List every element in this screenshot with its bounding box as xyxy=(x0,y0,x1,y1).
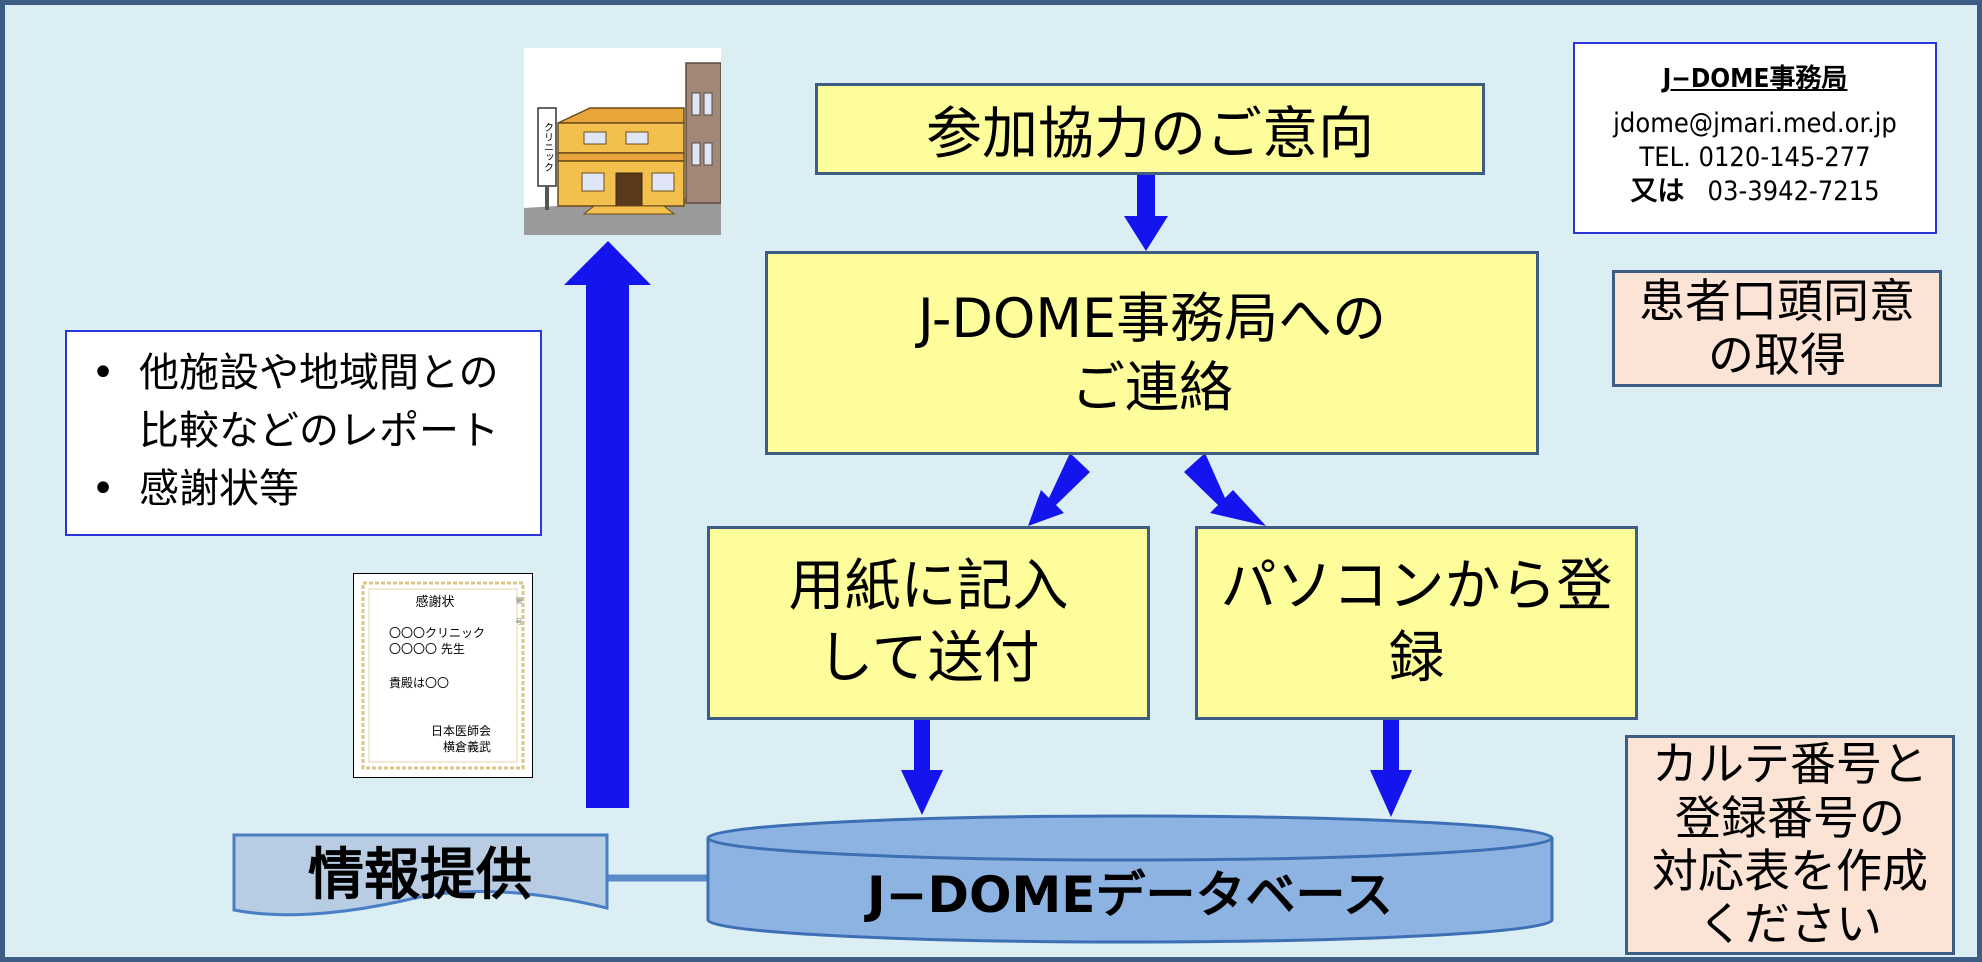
contact-secretariat-box: J-DOME事務局への ご連絡 xyxy=(765,251,1539,455)
certificate-sign1: 日本医師会 xyxy=(431,724,491,738)
contact-title: J−DOME事務局 xyxy=(1662,64,1848,94)
arrows-layer: J−DOMEデータベース 情報提供 xyxy=(232,172,1554,944)
bullet-icon: • xyxy=(91,350,115,396)
certificate-line2: 〇〇〇〇 先生 xyxy=(389,642,465,656)
certificate-title: 感謝状 xyxy=(415,594,454,610)
contact-alt-number: 03-3942-7215 xyxy=(1707,176,1880,207)
info-banner xyxy=(232,833,609,917)
intent-box: 参加協力のご意向 xyxy=(815,83,1485,175)
contact-alt-prefix: 又は xyxy=(1630,176,1685,207)
database-cylinder xyxy=(706,814,1554,944)
paper-submission-line2: して送付 xyxy=(817,626,1040,691)
patient-consent-box: 患者口頭同意 の取得 xyxy=(1612,270,1942,387)
upward-arrow xyxy=(564,241,651,808)
patient-consent-line2: の取得 xyxy=(1708,327,1846,382)
benefit-item-report: • 他施設や地域間との xyxy=(67,344,540,402)
correspondence-line2: 登録番号の xyxy=(1675,790,1905,845)
contact-tel: TEL. 0120-145-277 xyxy=(1639,142,1871,173)
certificate-side-text: 第 号 xyxy=(515,596,523,626)
correspondence-table-box: カルテ番号と 登録番号の 対応表を作成 ください xyxy=(1625,735,1955,955)
arrow-pc-to-db xyxy=(1370,720,1412,817)
benefit-item-certificate-label: 感謝状等 xyxy=(139,466,299,512)
arrow-contact-to-pc xyxy=(1184,453,1266,526)
paper-submission-line1: 用紙に記入 xyxy=(788,554,1069,620)
certificate-illustration: 感謝状 〇〇〇クリニック 〇〇〇〇 先生 貴殿は〇〇 日本医師会 横倉義武 第 … xyxy=(353,573,533,778)
pc-registration-line2: 録 xyxy=(1388,626,1445,691)
arrow-contact-to-paper xyxy=(1028,453,1090,526)
benefits-list: • 他施設や地域間との 比較などのレポート • 感謝状等 xyxy=(65,330,542,536)
paper-submission-box: 用紙に記入 して送付 xyxy=(707,526,1150,720)
pc-registration-line1: パソコンから登 xyxy=(1220,554,1613,620)
benefit-item-report-line1: 他施設や地域間との xyxy=(139,350,499,396)
patient-consent-line1: 患者口頭同意 xyxy=(1639,274,1915,329)
benefit-item-certificate: • 感謝状等 xyxy=(67,460,540,518)
clinic-sign-text: クリニック xyxy=(542,122,553,172)
contact-secretariat-line1: J-DOME事務局への xyxy=(917,286,1387,350)
correspondence-line3: 対応表を作成 xyxy=(1652,844,1928,898)
benefit-item-report-line2: 比較などのレポート xyxy=(139,408,499,454)
correspondence-line4: ください xyxy=(1698,897,1882,952)
bullet-icon: • xyxy=(91,466,115,512)
pc-registration-box: パソコンから登 録 xyxy=(1195,526,1638,720)
clinic-building-illustration: クリニック xyxy=(524,48,721,235)
arrow-paper-to-db xyxy=(901,720,943,815)
contact-alt-line: 又は 03-3942-7215 xyxy=(1575,175,1935,209)
contact-secretariat-line2: ご連絡 xyxy=(1071,356,1233,419)
correspondence-line1: カルテ番号と xyxy=(1652,737,1928,792)
contact-info-box: J−DOME事務局 jdome@jmari.med.or.jp TEL. 012… xyxy=(1573,42,1937,234)
certificate-line1: 〇〇〇クリニック xyxy=(389,626,485,640)
contact-email: jdome@jmari.med.or.jp xyxy=(1613,108,1897,139)
certificate-sign2: 横倉義武 xyxy=(443,739,491,754)
intent-label: 参加協力のご意向 xyxy=(926,101,1374,167)
info-label: 情報提供 xyxy=(308,843,532,908)
arrow-intent-to-contact xyxy=(1124,172,1168,251)
certificate-line3: 貴殿は〇〇 xyxy=(389,676,449,690)
database-label: J−DOMEデータベース xyxy=(864,866,1393,924)
